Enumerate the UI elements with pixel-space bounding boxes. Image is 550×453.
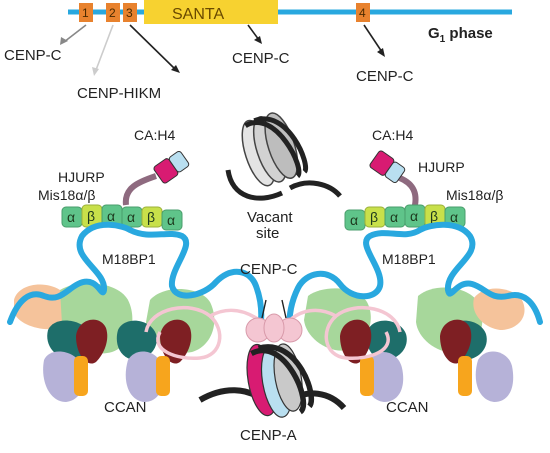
domain-box-2	[106, 3, 120, 22]
mis18-label-left: Mis18α/β	[38, 187, 95, 203]
cenp-c-label-center: CENP-C	[240, 261, 298, 278]
mis18-subunit-label: α	[350, 212, 358, 228]
target-label-1: CENP-C	[4, 47, 62, 64]
phase-label: G1 phase	[428, 25, 493, 45]
mis18-subunit-label: α	[167, 212, 175, 228]
santa-domain	[144, 0, 278, 24]
cenp-a-nucleosome: CENP-C CENP-A	[198, 261, 347, 444]
domain-number-4: 4	[359, 6, 366, 20]
right-m18bp1-complex: CA:H4 HJURP Mis18α/β α β α α β α M18BP1	[344, 127, 503, 267]
mis18-subunit-label: β	[147, 209, 155, 225]
cenp-a-label: CENP-A	[240, 427, 297, 444]
santa-label: SANTA	[172, 6, 224, 23]
ca-h4-histone-right	[369, 150, 406, 184]
target-label-4: CENP-C	[356, 68, 414, 85]
domain-box-4	[356, 3, 370, 22]
ca-h4-label-left: CA:H4	[134, 127, 175, 143]
m18bp1-label-right: M18BP1	[382, 251, 436, 267]
mis18-subunit-label: α	[410, 208, 418, 224]
vacant-label: Vacant	[247, 209, 293, 226]
mis18-label-right: Mis18α/β	[446, 187, 503, 203]
domain-number-1: 1	[82, 6, 89, 20]
ca-h4-histone-left	[153, 150, 190, 184]
ccan-complex-right: CCAN	[304, 287, 525, 416]
domain-box-3	[123, 3, 137, 22]
domain-box-1	[79, 3, 93, 22]
m18bp1-label-left: M18BP1	[102, 251, 156, 267]
mis18-subunit-label: α	[450, 209, 458, 225]
m18bp1-domain-map: 1 2 3 SANTA 4 G1 phase CENP-C CENP-HIKM …	[4, 0, 512, 102]
interaction-arrows	[60, 24, 385, 76]
m18bp1-chain	[286, 221, 543, 333]
vacant-site-nucleosome: Vacant site	[225, 112, 342, 242]
target-label-3: CENP-C	[232, 50, 290, 67]
m18bp1-chain	[7, 221, 265, 333]
mis18-subunit-label: α	[390, 209, 398, 225]
hjurp-label-right: HJURP	[418, 159, 465, 175]
phase-letter: G	[428, 25, 440, 42]
mis18-alpha-box	[161, 209, 183, 231]
mis18-subunit-label: β	[87, 208, 95, 224]
left-m18bp1-complex: CA:H4 HJURP Mis18α/β α β α α β α M18BP1	[38, 127, 190, 267]
phase-subscript: 1	[440, 34, 446, 45]
mis18-subunit-label: α	[127, 209, 135, 225]
ca-h4-label-right: CA:H4	[372, 127, 413, 143]
hjurp-label-left: HJURP	[58, 169, 105, 185]
cenp-c-dimer	[245, 299, 303, 343]
ccan-label-right: CCAN	[386, 399, 429, 416]
domain-number-2: 2	[109, 6, 116, 20]
ccan-label-left: CCAN	[104, 399, 147, 416]
ccan-complex-left: CCAN	[14, 283, 215, 416]
mis18-subunit-label: β	[370, 209, 378, 225]
mis18-subunit-label: α	[67, 209, 75, 225]
phase-suffix: phase	[445, 25, 493, 42]
mis18-subunit-label: α	[107, 208, 115, 224]
target-label-2: CENP-HIKM	[77, 85, 161, 102]
cenp-c-chains	[144, 306, 402, 360]
domain-number-3: 3	[126, 6, 133, 20]
site-label: site	[256, 225, 279, 242]
mis18-subunit-label: β	[430, 208, 438, 224]
